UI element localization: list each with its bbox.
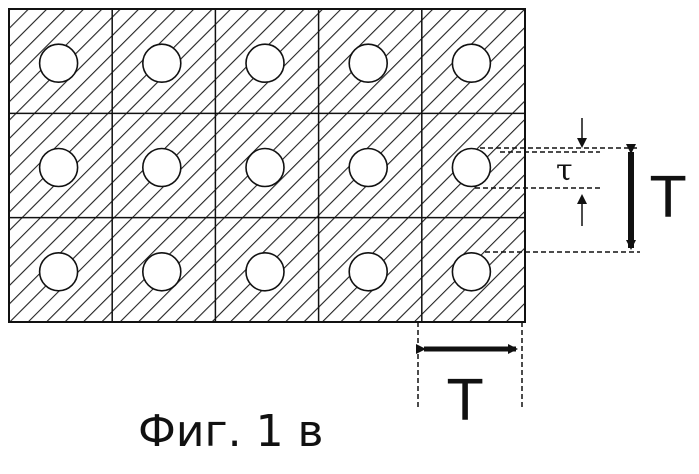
hole-size-label: τ [556,153,573,188]
hole [143,253,181,291]
hole [143,149,181,187]
hole [349,44,387,82]
hole [246,149,284,187]
hole [246,253,284,291]
figure-caption: Фиг. 1 в [0,404,699,462]
figure-caption-text: Фиг. 1 в [138,406,323,457]
hole [349,253,387,291]
hole [452,253,490,291]
hole [349,149,387,187]
hole [452,149,490,187]
hole [40,253,78,291]
hole [40,149,78,187]
vertical-period-label: T [650,166,686,231]
hole [246,44,284,82]
hole [452,44,490,82]
hole [40,44,78,82]
hole [143,44,181,82]
